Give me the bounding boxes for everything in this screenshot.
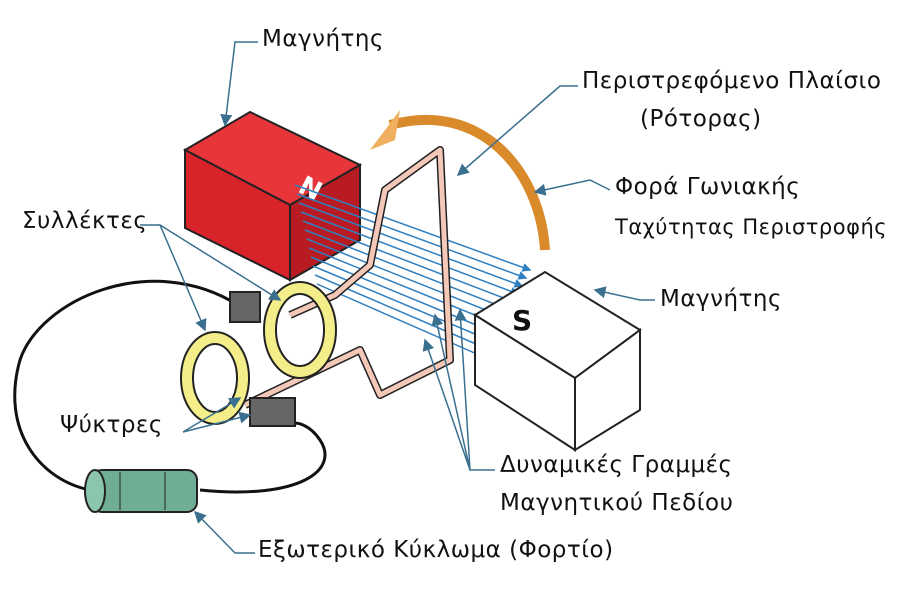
brush-1 <box>229 291 261 323</box>
field-line <box>300 211 520 296</box>
field-line <box>308 247 504 328</box>
label-magnet-right: Μαγνήτης <box>660 286 782 312</box>
field-line <box>296 193 528 280</box>
label-rotation-line2: Ταχύτητας Περιστροφής <box>615 215 888 239</box>
field-line <box>294 184 532 272</box>
label-field-line2: Μαγνητικού Πεδίου <box>500 490 734 516</box>
label-external-circuit: Εξωτερικό Κύκλωμα (Φορτίο) <box>258 537 614 563</box>
field-line <box>302 220 516 304</box>
label-magnet-top: Μαγνήτης <box>262 26 384 52</box>
field-line <box>312 265 496 344</box>
label-field-line1: Δυναμικές Γραμμές <box>500 452 733 478</box>
label-collectors: Συλλέκτες <box>22 208 148 234</box>
label-rotor-line2: (Ρότορας) <box>640 106 762 132</box>
label-rotation-line1: Φορά Γωνιακής <box>615 174 801 200</box>
brush-2 <box>249 397 296 427</box>
south-magnet: S <box>473 270 642 452</box>
label-rotor-line1: Περιστρεφόμενο Πλαίσιο <box>582 68 882 94</box>
external-wire <box>13 279 327 494</box>
label-brushes: Ψύκτρες <box>60 412 163 438</box>
leader-lines <box>140 41 655 554</box>
field-line <box>298 202 524 288</box>
rotation-arrow <box>388 114 550 251</box>
field-line <box>304 229 512 312</box>
north-magnet: N <box>182 110 363 282</box>
field-line <box>310 256 500 336</box>
south-pole-label: S <box>512 304 532 337</box>
field-line <box>306 238 508 320</box>
field-line <box>316 283 488 360</box>
magnetic-field-lines <box>294 184 532 360</box>
load-resistor <box>84 469 198 513</box>
